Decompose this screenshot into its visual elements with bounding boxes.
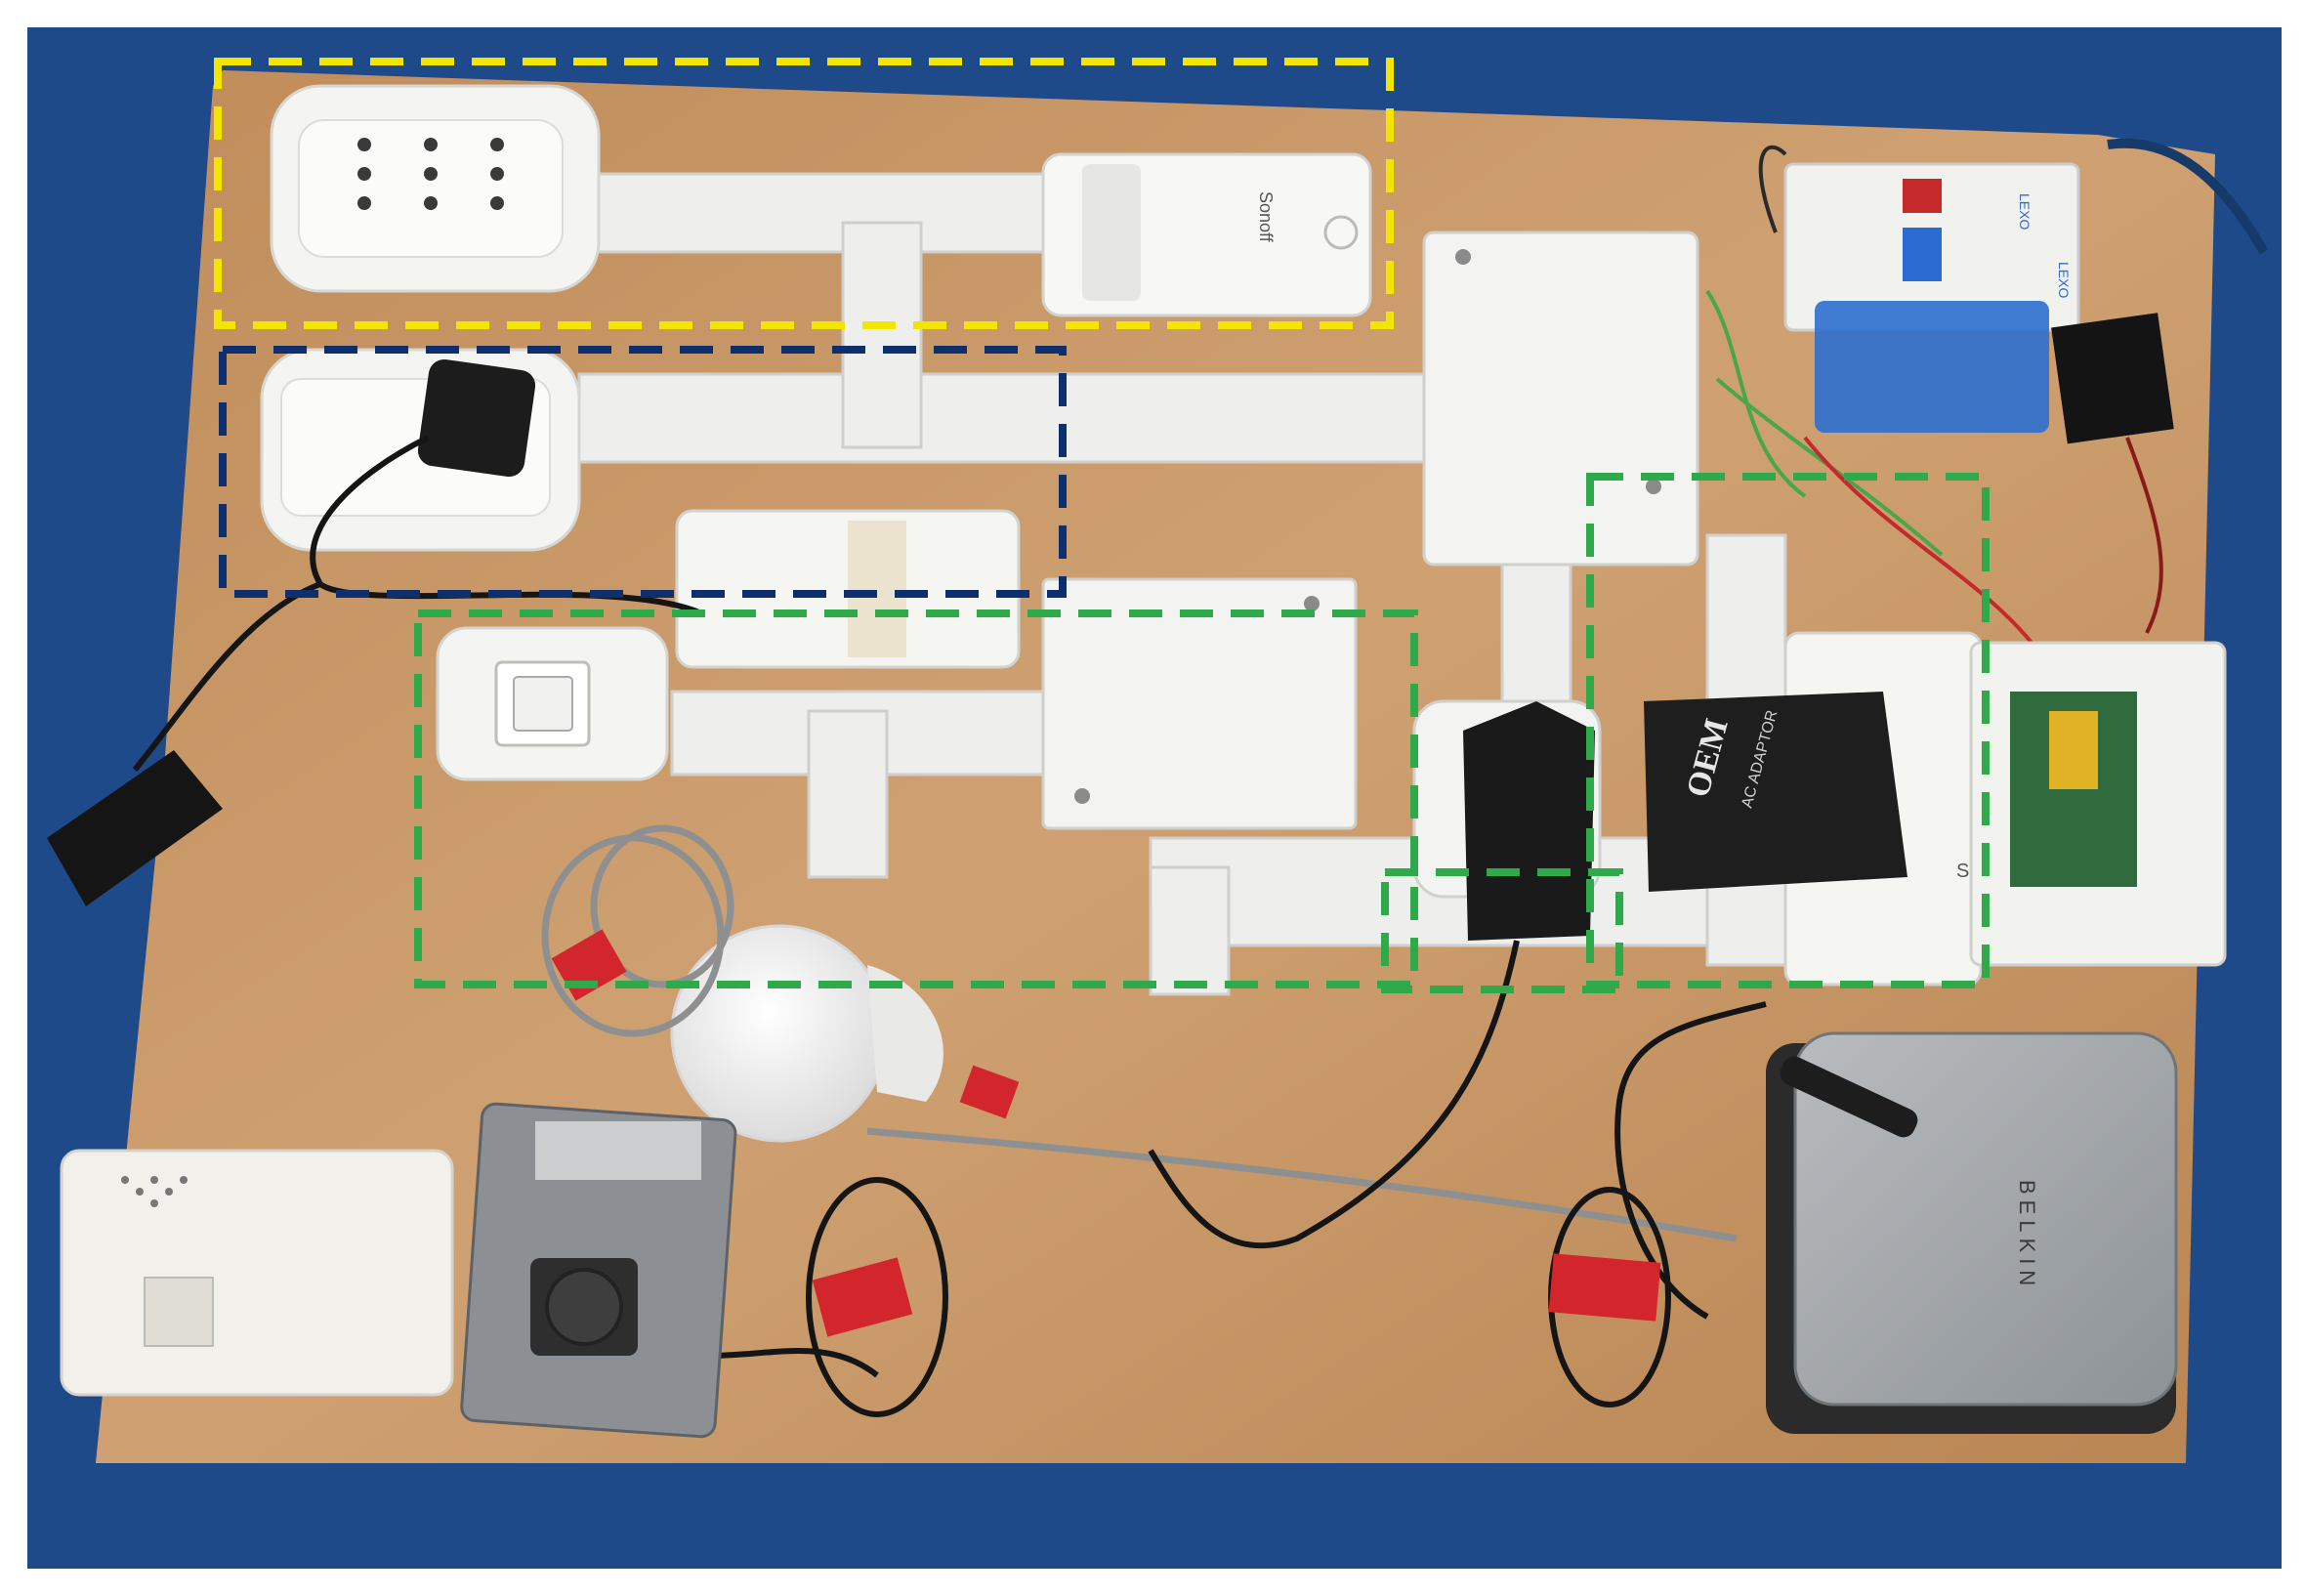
breaker-brand-1: LEXO — [2017, 193, 2033, 230]
smart-hub — [60, 1149, 454, 1397]
plug-black — [417, 358, 536, 478]
green-region-small — [1381, 868, 1623, 993]
wiring — [1705, 138, 2269, 654]
ethernet-cable-coil — [541, 824, 1738, 1242]
energy-meter-blue — [1815, 301, 2049, 433]
junction-box-right — [1422, 231, 1699, 567]
green-region-right — [1586, 473, 1990, 988]
sonoff-top-label: Sonoff — [1256, 191, 1276, 243]
breaker-brand-2: LEXO — [2056, 262, 2072, 298]
light-bulb — [670, 924, 889, 1143]
router-antenna — [1780, 1056, 1918, 1138]
green-region-center — [414, 609, 1418, 988]
junction-box-center — [1041, 577, 1358, 830]
photo-board: Sonoff LEXO LEXO Sonoff OEM AC ADAPTOR — [27, 27, 2282, 1569]
plug-end — [47, 750, 223, 906]
highlight-regions — [214, 58, 1990, 993]
socket-holes — [357, 138, 504, 210]
router-brand: BELKIN — [2015, 1180, 2039, 1291]
yellow-region — [214, 58, 1394, 329]
current-clamp — [2051, 313, 2174, 444]
navy-region — [219, 346, 1067, 598]
ac-adaptor — [1644, 692, 1907, 892]
phone-charger — [1463, 701, 1595, 941]
